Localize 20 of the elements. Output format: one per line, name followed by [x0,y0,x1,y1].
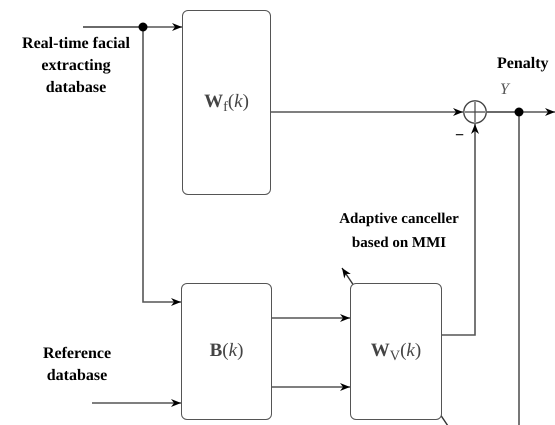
connector-line [487,111,520,425]
arrow [442,124,479,336]
input-label: Real-time facial extracting database [21,34,131,98]
arrow [272,383,350,391]
block-label: B(k) [210,339,244,364]
arrow [272,314,350,322]
arrow [271,108,463,116]
signal-label: Y [500,80,509,100]
filter-block [350,283,442,420]
minus-sign: − [455,126,464,146]
output-label: Penalty [497,54,549,74]
filter-block [182,10,271,195]
filter-block [181,283,272,420]
arrow [83,26,181,306]
block-label: W$_{V}$(k) [370,339,422,366]
block-label: W$_{f}$(k) [204,90,249,117]
annotation: Adaptive canceller based on MMI [338,210,460,253]
input-label: Reference database [42,344,112,386]
summing-junction [463,100,487,124]
arrow [92,399,181,407]
